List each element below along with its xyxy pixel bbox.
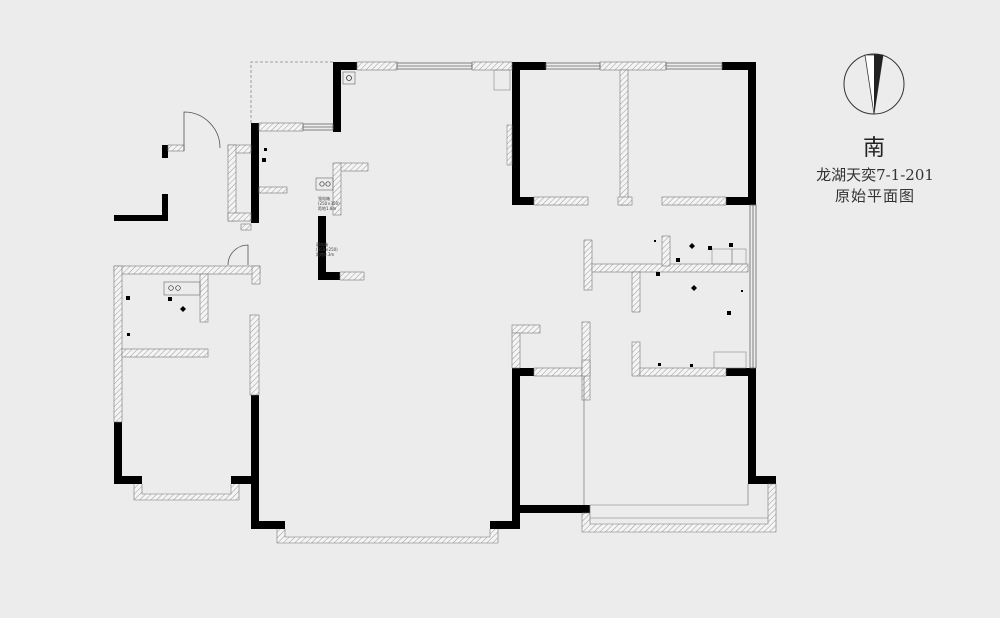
fixtures: [163, 69, 747, 369]
utility-points: [126, 148, 743, 367]
annotation-line: (350×250): [316, 247, 338, 252]
project-name: 龙湖天奕7-1-201: [816, 166, 934, 184]
annotation-line: 距地1.8m: [318, 206, 337, 211]
bay-windows: [133, 483, 777, 544]
annotation-line: 距地0.3m: [316, 252, 335, 257]
north-arrow-compass-icon: [838, 50, 910, 122]
balcony-outline: [250, 61, 333, 123]
annotation-line: 弱电箱: [316, 242, 328, 247]
room-outlines: [583, 376, 749, 513]
windows: [302, 62, 757, 369]
meter-box-lower-label: 弱电箱 (350×250) 距地0.3m: [316, 242, 338, 257]
annotation-line: 强电箱: [318, 196, 330, 201]
partition-walls: [113, 61, 749, 423]
compass-direction-label: 南: [862, 136, 885, 161]
annotation-line: (250×350): [318, 201, 340, 206]
meter-box-upper-label: 强电箱 (250×350) 距地1.8m: [318, 196, 340, 211]
doors: [183, 111, 249, 266]
plan-title: 原始平面图: [834, 187, 915, 205]
structural-walls: [114, 62, 776, 529]
